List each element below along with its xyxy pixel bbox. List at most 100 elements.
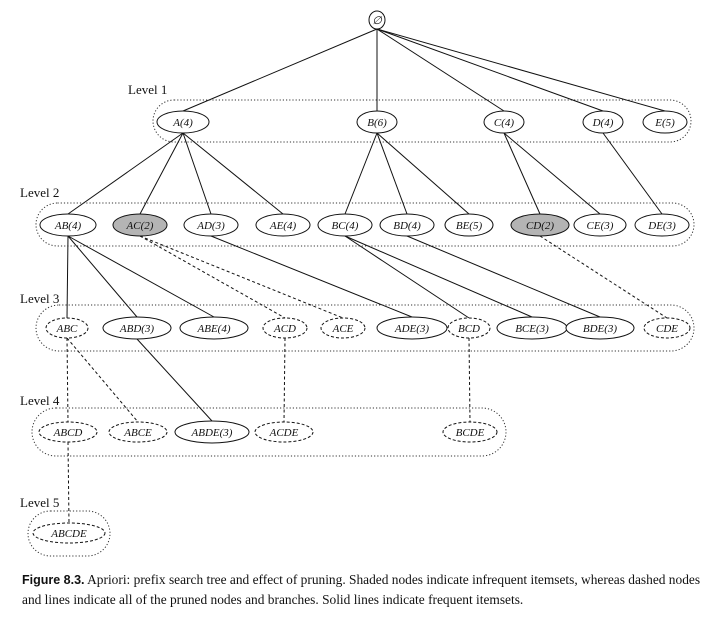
node-abd: ABD(3) bbox=[102, 316, 172, 340]
node-ce: CE(3) bbox=[573, 213, 627, 237]
node-de: DE(3) bbox=[634, 213, 690, 237]
edge-root-a bbox=[182, 28, 378, 112]
node-abcde-ellipse bbox=[32, 522, 106, 544]
node-bcd: BCD bbox=[447, 317, 491, 339]
node-de-ellipse bbox=[634, 213, 690, 237]
node-ce-ellipse bbox=[573, 213, 627, 237]
node-b-ellipse bbox=[356, 110, 398, 134]
node-abc-ellipse bbox=[45, 317, 89, 339]
node-cd-label: CD(2) bbox=[526, 220, 554, 232]
node-ad-label: AD(3) bbox=[196, 220, 225, 232]
node-acde: ACDE bbox=[254, 421, 314, 443]
edge-ac-ace bbox=[139, 235, 344, 319]
node-abcd-ellipse bbox=[38, 421, 98, 443]
node-abc: ABC bbox=[45, 317, 89, 339]
node-acde-ellipse bbox=[254, 421, 314, 443]
node-root: ∅ bbox=[368, 10, 386, 30]
node-ac: AC(2) bbox=[112, 213, 168, 237]
figure-label: Figure 8.3. bbox=[22, 573, 85, 587]
node-bde-ellipse bbox=[565, 316, 635, 340]
node-bc: BC(4) bbox=[317, 213, 373, 237]
node-ad-ellipse bbox=[183, 213, 239, 237]
node-d-label: D(4) bbox=[592, 117, 614, 129]
node-ace-label: ACE bbox=[332, 323, 354, 335]
node-a-label: A(4) bbox=[172, 117, 193, 129]
node-be-ellipse bbox=[444, 213, 494, 237]
figure-caption: Figure 8.3. Apriori: prefix search tree … bbox=[22, 570, 712, 610]
node-cde: CDE bbox=[643, 317, 691, 339]
edge-a-ac bbox=[139, 132, 184, 215]
node-bde-label: BDE(3) bbox=[583, 323, 618, 335]
node-c-ellipse bbox=[483, 110, 525, 134]
node-b: B(6) bbox=[356, 110, 398, 134]
node-bcd-label: BCD bbox=[458, 323, 480, 335]
edge-b-bc bbox=[344, 132, 378, 215]
node-bde: BDE(3) bbox=[565, 316, 635, 340]
node-ac-label: AC(2) bbox=[126, 220, 154, 232]
node-c-label: C(4) bbox=[494, 117, 515, 129]
edge-b-be bbox=[376, 132, 470, 215]
level-boxes bbox=[27, 99, 695, 557]
node-ab-ellipse bbox=[39, 213, 97, 237]
node-de-label: DE(3) bbox=[647, 220, 676, 232]
node-bcde-label: BCDE bbox=[456, 427, 485, 439]
node-ac-ellipse bbox=[112, 213, 168, 237]
edge-ab-abd bbox=[67, 235, 138, 318]
edge-c-cd bbox=[503, 132, 541, 215]
node-abd-label: ABD(3) bbox=[119, 323, 155, 335]
edge-a-ae bbox=[182, 132, 284, 215]
level-3-box bbox=[35, 304, 695, 352]
edge-bd-bde bbox=[406, 235, 601, 318]
node-a-ellipse bbox=[156, 110, 210, 134]
node-abde-ellipse bbox=[174, 420, 250, 444]
node-abde: ABDE(3) bbox=[174, 420, 250, 444]
node-bc-label: BC(4) bbox=[332, 220, 359, 232]
node-root-label: ∅ bbox=[372, 15, 382, 27]
node-acde-label: ACDE bbox=[269, 427, 299, 439]
node-e: E(5) bbox=[642, 110, 688, 134]
edge-d-de bbox=[602, 132, 663, 215]
edge-cd-cde bbox=[539, 235, 668, 319]
node-ade-label: ADE(3) bbox=[394, 323, 430, 335]
level-2-label: Level 2 bbox=[20, 185, 60, 200]
node-abd-ellipse bbox=[102, 316, 172, 340]
edge-abd-abde bbox=[136, 338, 213, 422]
node-bcde: BCDE bbox=[442, 421, 498, 443]
node-ae-label: AE(4) bbox=[269, 220, 297, 232]
edge-root-c bbox=[376, 28, 505, 112]
node-abcde: ABCDE bbox=[32, 522, 106, 544]
level-3-label: Level 3 bbox=[20, 291, 60, 306]
node-abe: ABE(4) bbox=[179, 316, 249, 340]
node-c: C(4) bbox=[483, 110, 525, 134]
node-bd-label: BD(4) bbox=[393, 220, 421, 232]
node-e-ellipse bbox=[642, 110, 688, 134]
node-e-label: E(5) bbox=[654, 117, 675, 129]
edge-b-bd bbox=[376, 132, 408, 215]
node-abe-ellipse bbox=[179, 316, 249, 340]
edge-c-ce bbox=[503, 132, 601, 215]
edge-a-ab bbox=[67, 132, 184, 215]
edge-root-e bbox=[376, 28, 666, 112]
node-cd-ellipse bbox=[510, 213, 570, 237]
prefix-search-tree-diagram: ∅ A(4) B(6) C(4) D(4) E(5) AB(4) AC(2) AD(3) AE(4… bbox=[27, 10, 695, 557]
node-bc-ellipse bbox=[317, 213, 373, 237]
node-bce: BCE(3) bbox=[496, 316, 568, 340]
node-root-ellipse bbox=[368, 10, 386, 30]
node-abce-label: ABCE bbox=[123, 427, 152, 439]
tree-edges bbox=[66, 28, 668, 524]
edge-ab-abe bbox=[67, 235, 215, 318]
edge-acd-acde bbox=[283, 337, 286, 423]
node-abde-label: ABDE(3) bbox=[191, 427, 233, 439]
node-ace-ellipse bbox=[320, 317, 366, 339]
node-be: BE(5) bbox=[444, 213, 494, 237]
level-1-box bbox=[152, 99, 692, 143]
caption-text: Apriori: prefix search tree and effect o… bbox=[22, 572, 701, 607]
node-ace: ACE bbox=[320, 317, 366, 339]
edge-abc-abce bbox=[66, 337, 139, 423]
node-cd: CD(2) bbox=[510, 213, 570, 237]
node-bce-label: BCE(3) bbox=[515, 323, 549, 335]
node-abce: ABCE bbox=[108, 421, 168, 443]
node-ab-label: AB(4) bbox=[54, 220, 82, 232]
edge-ad-ade bbox=[210, 235, 413, 318]
node-abcde-label: ABCDE bbox=[50, 528, 87, 540]
